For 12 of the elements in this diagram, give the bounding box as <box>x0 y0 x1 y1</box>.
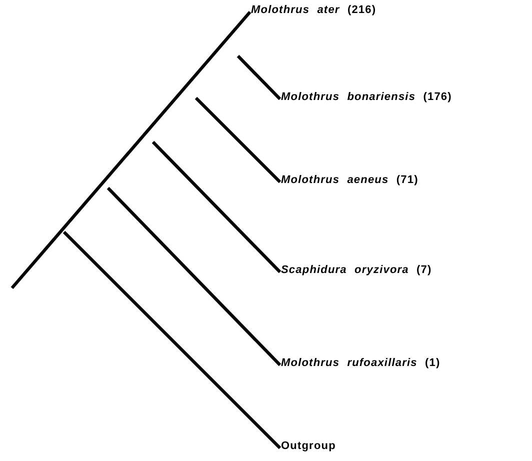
tree-branch <box>152 140 282 274</box>
tree-branch <box>236 54 282 100</box>
taxon-label: Molothrus bonariensis (176) <box>281 91 452 104</box>
tree-branch <box>62 230 282 450</box>
tree-branch <box>106 186 282 366</box>
tree-branch <box>10 10 252 290</box>
taxon-label: Molothrus rufoaxillaris (1) <box>281 357 440 370</box>
tree-branch <box>194 96 282 184</box>
taxon-label: Scaphidura oryzivora (7) <box>281 264 432 277</box>
taxon-label: Molothrus ater (216) <box>251 4 376 17</box>
taxon-label: Molothrus aeneus (71) <box>281 174 418 187</box>
taxon-label: Outgroup <box>281 440 336 453</box>
